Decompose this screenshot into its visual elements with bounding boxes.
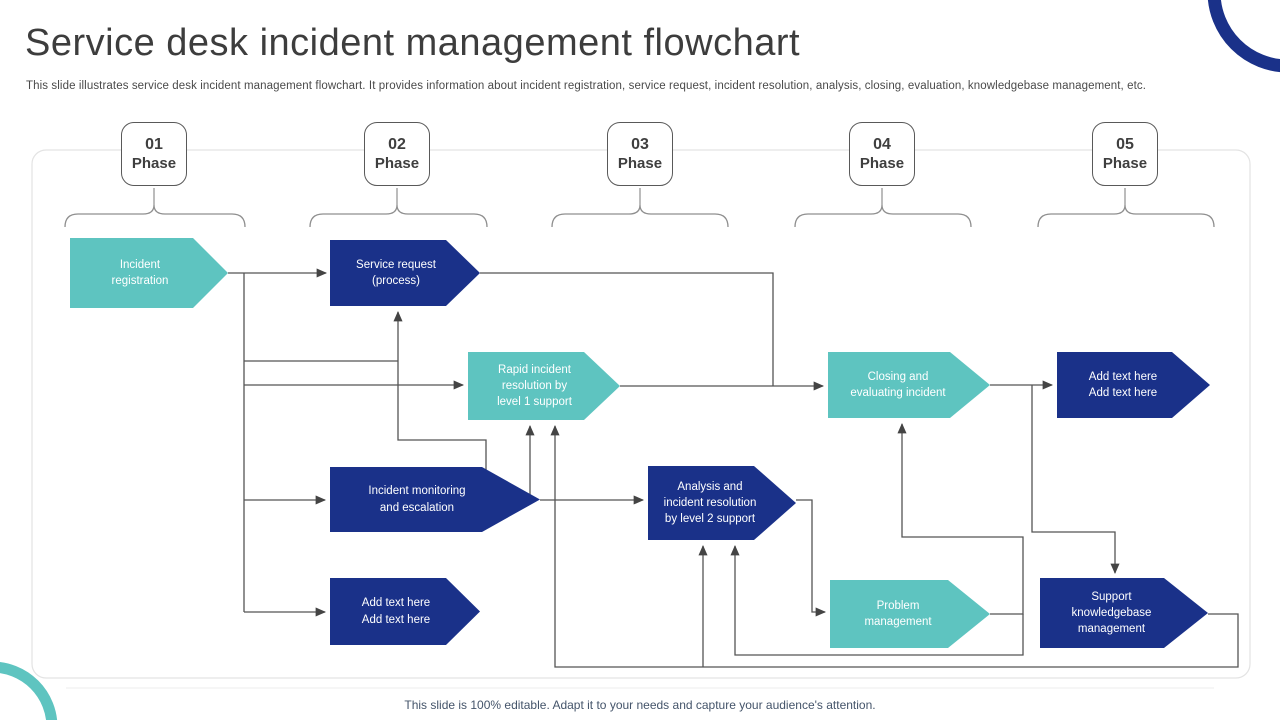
phase-number: 05 [1116, 135, 1134, 153]
phase-label: Phase [1102, 154, 1148, 172]
connector-analysis-to-problem [796, 499, 827, 617]
flow-node-add-text-bottom[interactable]: Add text here Add text here [330, 578, 480, 645]
slide-title: Service desk incident management flowcha… [25, 22, 801, 64]
phase-brace [64, 204, 246, 228]
slide-footer-note: This slide is 100% editable. Adapt it to… [404, 698, 876, 712]
phase-brace [1037, 204, 1215, 228]
phase-brace [551, 204, 729, 228]
phase-number: 01 [145, 135, 163, 153]
connector-monitoring-to-service-bottom [393, 310, 487, 474]
corner-ring-top-right [1207, 0, 1280, 73]
connector-problem-branch-to-analysis [730, 544, 1024, 656]
phase-label: Phase [374, 154, 420, 172]
phase-number: 02 [388, 135, 406, 153]
corner-ring-bottom-left [0, 662, 58, 720]
phase-number: 03 [631, 135, 649, 153]
flow-node-rapid-incident-resolution[interactable]: Rapid incident resolution by level 1 sup… [468, 352, 620, 420]
flow-node-incident-registration[interactable]: Incident registration [70, 238, 228, 308]
slide-subtitle: This slide illustrates service desk inci… [26, 80, 1147, 92]
phase-brace [794, 204, 972, 228]
connector-support-feedback-to-rapid [550, 424, 1239, 668]
phase-label: Phase [617, 154, 663, 172]
flow-node-closing-evaluating[interactable]: Closing and evaluating incident [828, 352, 990, 418]
flow-node-add-text-top[interactable]: Add text here Add text here [1057, 352, 1210, 418]
connector-closing-branch-to-support [1031, 385, 1120, 575]
phase-brace [309, 204, 488, 228]
connector-problem-to-closing [897, 422, 1024, 615]
flow-node-service-request[interactable]: Service request (process) [330, 240, 480, 306]
connector-service-tip-elbow [480, 272, 774, 386]
phase-number: 04 [873, 135, 891, 153]
phase-label: Phase [131, 154, 177, 172]
phase-label: Phase [859, 154, 905, 172]
